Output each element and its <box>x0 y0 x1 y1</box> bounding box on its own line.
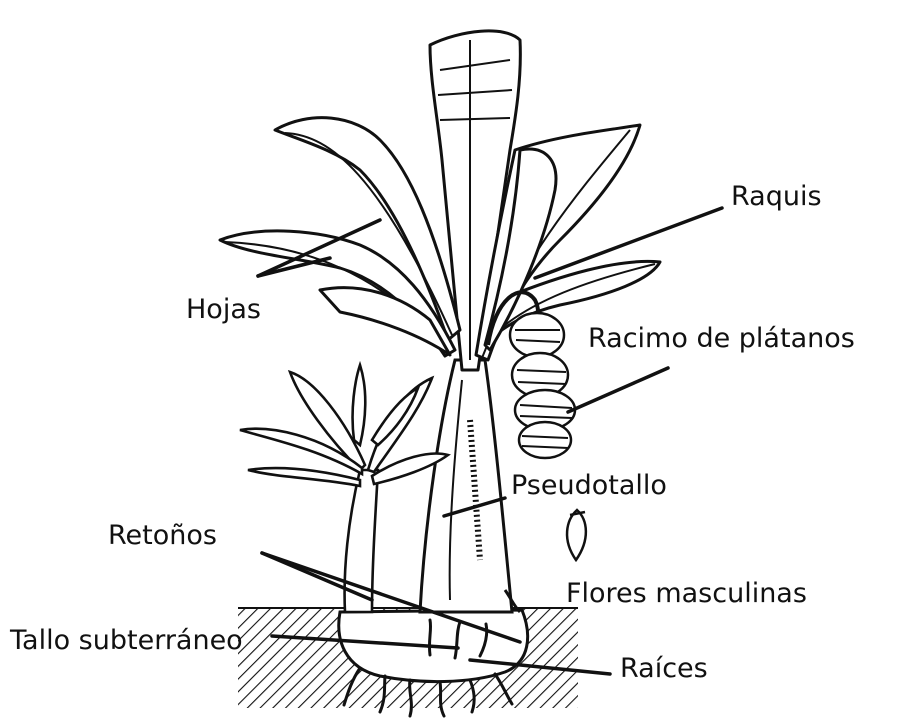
label-raices: Raíces <box>620 655 708 682</box>
label-hojas: Hojas <box>186 296 261 323</box>
label-pseudotallo: Pseudotallo <box>511 472 667 499</box>
label-raquis: Raquis <box>731 183 822 210</box>
label-tallo: Tallo subterráneo <box>10 627 243 654</box>
label-retonos: Retoños <box>108 522 217 549</box>
leaves <box>220 31 660 370</box>
banana-bunch <box>510 313 575 458</box>
pseudostem <box>420 360 520 612</box>
label-racimo: Racimo de plátanos <box>588 325 855 352</box>
male-flower <box>567 510 586 560</box>
racimo-leader <box>568 368 668 412</box>
sucker-plant <box>240 365 448 612</box>
label-flores: Flores masculinas <box>566 580 807 607</box>
